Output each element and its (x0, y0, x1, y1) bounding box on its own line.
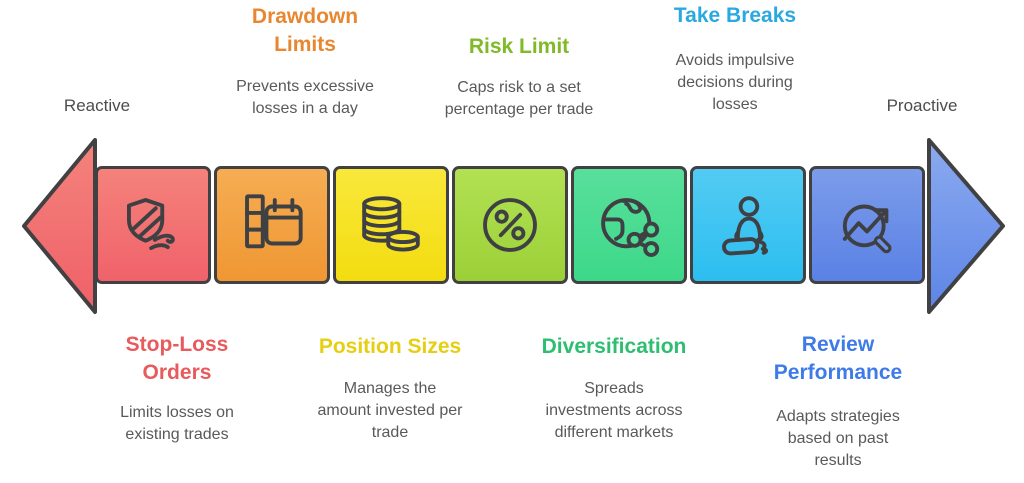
shield-wind-icon (127, 198, 175, 251)
segment-diversification (571, 166, 687, 284)
diversification-title: Diversification (541, 335, 687, 358)
segment-take-breaks (690, 166, 806, 284)
coins-icon (362, 196, 420, 252)
stop-loss-orders-description: Limits losses on existing trades (120, 404, 234, 443)
proactive-label: Proactive (886, 96, 958, 115)
globe-share-icon (601, 198, 660, 258)
arrow-right-head (927, 138, 1005, 314)
reactive-label: Reactive (63, 96, 131, 115)
position-sizes-title: Position Sizes (318, 335, 462, 358)
drawdown-limits-title: Drawdown Limits (251, 5, 359, 56)
meditation-icon (722, 196, 768, 256)
chart-calendar-icon (245, 194, 303, 249)
drawdown-limits-description: Prevents excessive losses in a day (236, 78, 374, 117)
segment-risk-limit (452, 166, 568, 284)
risk-limit-description: Caps risk to a set percentage per trade (444, 79, 594, 118)
take-breaks-title: Take Breaks (673, 4, 797, 27)
stop-loss-orders-title: Stop-Loss Orders (125, 333, 229, 384)
review-performance-title: Review Performance (773, 333, 903, 384)
segment-drawdown-limits (214, 166, 330, 284)
position-sizes-description: Manages the amount invested per trade (317, 380, 463, 441)
risk-limit-title: Risk Limit (468, 35, 570, 58)
segment-review-performance (809, 166, 925, 284)
segment-stop-loss-orders (95, 166, 211, 284)
arrow-left-head (22, 138, 97, 314)
arrow-segment-band (95, 166, 925, 284)
review-performance-description: Adapts strategies based on past results (776, 408, 900, 469)
take-breaks-description: Avoids impulsive decisions during losses (675, 52, 795, 113)
search-trend-icon (842, 204, 892, 254)
diversification-description: Spreads investments across different mar… (545, 380, 683, 441)
percent-icon (483, 198, 537, 252)
segment-position-sizes (333, 166, 449, 284)
